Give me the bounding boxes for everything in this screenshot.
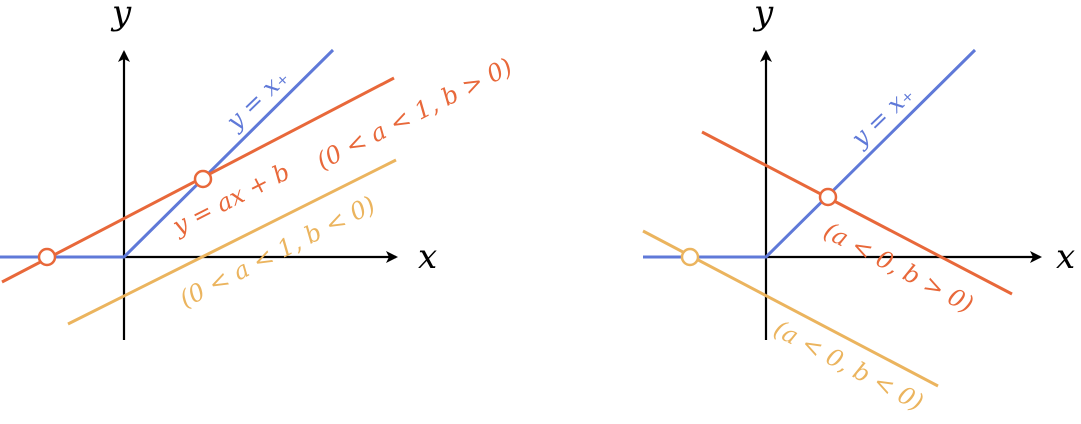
left-y-axis-label: y: [110, 0, 132, 33]
left-intersection-marker-2: [193, 169, 213, 189]
right-y-axis-label: y: [752, 0, 774, 33]
right-yellow-condition-label: (a < 0, b < 0): [769, 315, 928, 417]
right-relu-curve: [643, 48, 977, 259]
left-panel: x y y = x₊ y = ax + b (0 < a < 1, b > 0)…: [0, 0, 517, 340]
right-panel: x y y = x₊ (a < 0, b > 0) (a < 0, b < 0): [642, 0, 1075, 417]
right-orange-line: [701, 130, 1013, 296]
left-yellow-line: [67, 158, 397, 326]
left-x-axis-label: x: [418, 237, 437, 277]
right-intersection-marker-orange: [818, 187, 838, 207]
right-intersection-marker-yellow: [680, 247, 700, 267]
right-orange-condition-label: (a < 0, b > 0): [819, 217, 978, 319]
left-orange-condition-label: (0 < a < 1, b > 0): [312, 53, 517, 176]
left-line-label: y = ax + b: [167, 158, 294, 241]
left-intersection-marker-1: [37, 247, 57, 267]
right-x-axis-label: x: [1056, 237, 1075, 277]
